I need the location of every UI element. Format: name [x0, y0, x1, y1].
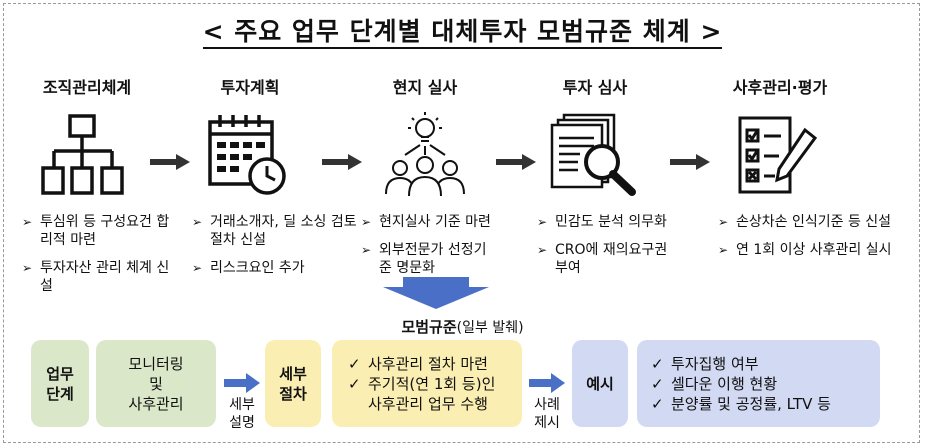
stage-bullets-org: 투심위 등 구성요건 합리적 마련 투자자산 관리 체계 신설 — [22, 213, 182, 305]
flow-arrow-4 — [670, 154, 710, 170]
bullet-item: 투자자산 관리 체계 신설 — [22, 259, 182, 295]
stage-title-review: 투자 심사 — [562, 78, 628, 97]
people-idea-icon — [385, 112, 465, 197]
example-checklist: 투자집행 여부 셀다운 이행 현황 분양률 및 공정률, LTV 등 — [637, 354, 831, 414]
bullet-item: 외부전문가 선정기준 명문화 — [361, 241, 491, 277]
example-item: 셀다운 이행 현황 — [651, 374, 831, 394]
detail-arrow-label: 세부 설명 — [229, 397, 255, 431]
diagram-frame — [3, 3, 920, 443]
procedure-item: 주기적(연 1회 등)인 사후관리 업무 수행 — [348, 374, 495, 414]
org-chart-icon — [41, 114, 124, 195]
procedure-items-box: 사후관리 절차 마련 주기적(연 1회 등)인 사후관리 업무 수행 — [332, 340, 522, 427]
document-magnifier-icon — [550, 113, 636, 196]
detail-arrow — [224, 373, 260, 393]
bullet-item: 손상차손 인식기준 등 신설 — [718, 213, 898, 231]
procedure-label-box: 세부 절차 — [265, 340, 321, 427]
example-label-box: 예시 — [572, 340, 628, 427]
bullet-item: 민감도 분석 의무화 — [537, 213, 707, 231]
diagram-title: < 주요 업무 단계별 대체투자 모범규준 체계 > — [0, 12, 925, 49]
bullet-item: 거래소개자, 딜 소싱 검토절차 신설 — [192, 213, 362, 249]
stage-title-duediligence: 현지 실사 — [392, 78, 458, 97]
stage-title-postmgmt: 사후관리·평가 — [732, 78, 828, 97]
down-arrow — [383, 277, 489, 309]
stage-bullets-postmgmt: 손상차손 인식기준 등 신설 연 1회 이상 사후관리 실시 — [718, 213, 898, 269]
example-item: 투자집행 여부 — [651, 354, 831, 374]
stage-bullets-review: 민감도 분석 의무화 CRO에 재의요구권 부여 — [537, 213, 707, 287]
stage-bullets-duediligence: 현지실사 기준 마련 외부전문가 선정기준 명문화 — [361, 213, 521, 287]
model-title: 모범규준(일부 발췌) — [401, 318, 524, 336]
example-arrow-label: 사례 제시 — [534, 397, 560, 431]
checklist-pen-icon — [738, 116, 818, 194]
procedure-checklist: 사후관리 절차 마련 주기적(연 1회 등)인 사후관리 업무 수행 — [332, 354, 495, 414]
stage-value-box: 모니터링 및 사후관리 — [96, 340, 216, 427]
procedure-item: 사후관리 절차 마련 — [348, 354, 495, 374]
stage-title-plan: 투자계획 — [220, 78, 280, 97]
bullet-item: 리스크요인 추가 — [192, 259, 362, 277]
flow-arrow-2 — [322, 154, 362, 170]
stage-bullets-plan: 거래소개자, 딜 소싱 검토절차 신설 리스크요인 추가 — [192, 213, 362, 287]
example-arrow — [529, 373, 565, 393]
bullet-item: 연 1회 이상 사후관리 실시 — [718, 241, 898, 259]
bullet-item: CRO에 재의요구권 부여 — [537, 241, 677, 277]
stage-label-box: 업무 단계 — [31, 340, 89, 427]
stage-title-org: 조직관리체계 — [42, 78, 132, 97]
calendar-clock-icon — [208, 115, 286, 195]
example-item: 분양률 및 공정률, LTV 등 — [651, 394, 831, 414]
bullet-item: 현지실사 기준 마련 — [361, 213, 521, 231]
flow-arrow-1 — [150, 154, 190, 170]
flow-arrow-3 — [496, 154, 536, 170]
bullet-item: 투심위 등 구성요건 합리적 마련 — [22, 213, 182, 249]
example-items-box: 투자집행 여부 셀다운 이행 현황 분양률 및 공정률, LTV 등 — [637, 340, 880, 427]
